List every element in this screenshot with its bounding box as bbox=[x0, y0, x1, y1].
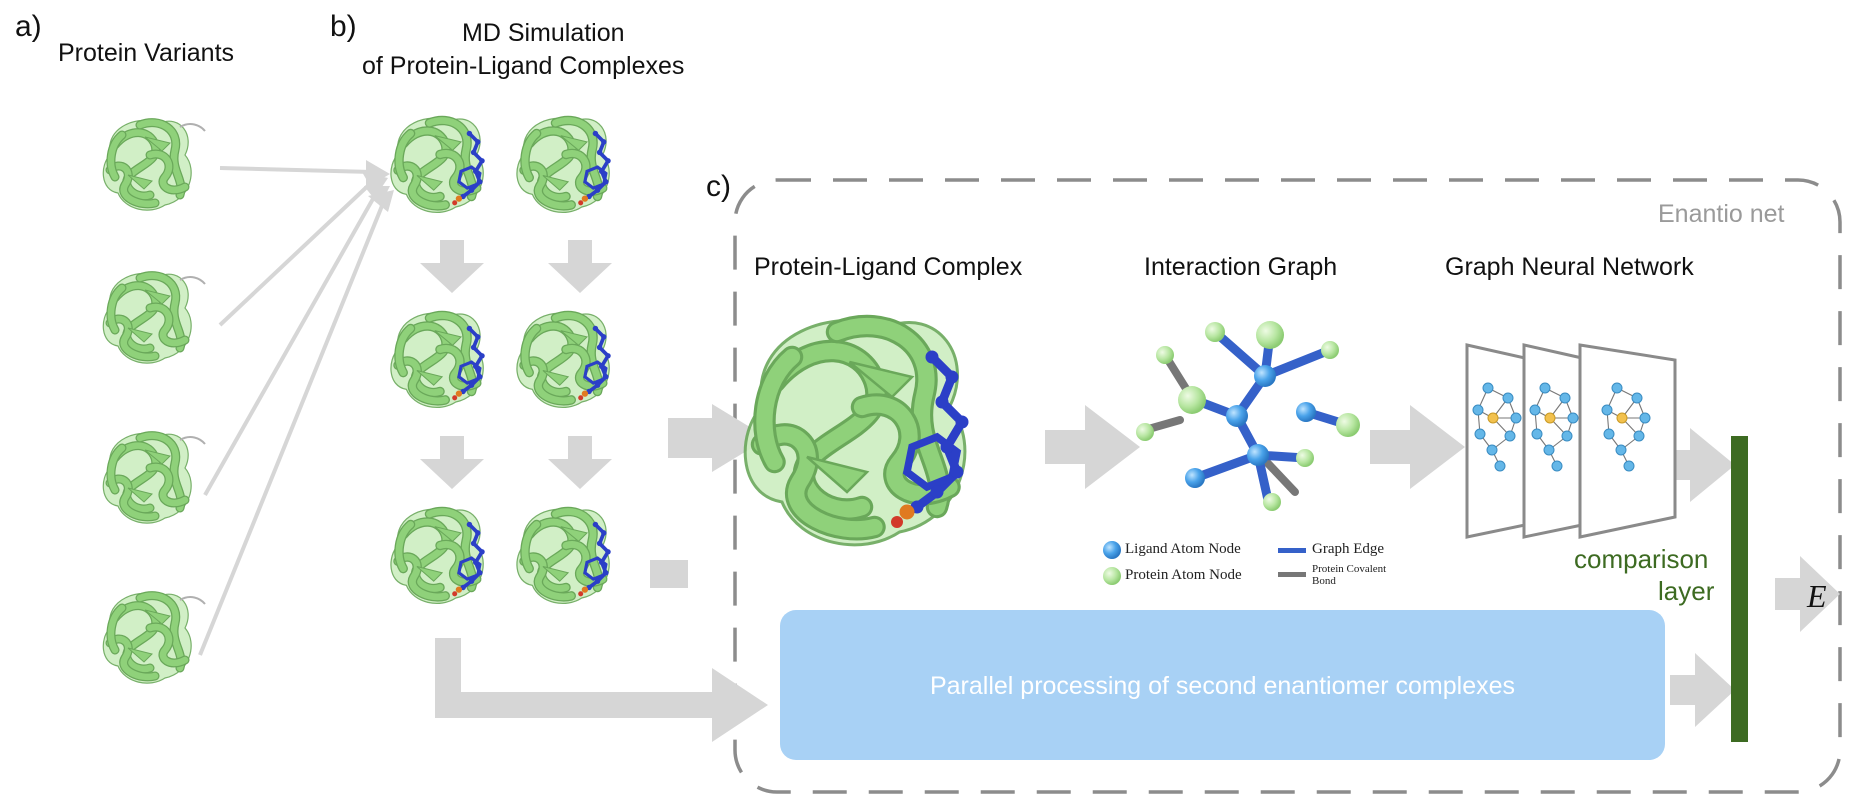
panel-label-a: a) bbox=[15, 10, 42, 43]
md-down-arrows bbox=[420, 240, 612, 489]
protein-ligand-complex bbox=[743, 314, 969, 547]
gnn-net-1 bbox=[1472, 382, 1522, 472]
md-frame-4 bbox=[516, 310, 611, 408]
legend-covalent-line1: Protein Covalent bbox=[1312, 563, 1387, 575]
md-frame-6 bbox=[516, 506, 611, 604]
md-frame-1 bbox=[390, 115, 485, 213]
panel-label-c: c) bbox=[706, 170, 731, 203]
md-title-line2: of Protein-Ligand Complexes bbox=[362, 52, 685, 80]
gnn-net-3 bbox=[1601, 382, 1651, 472]
enantio-net-title: Enantio net bbox=[1658, 200, 1785, 228]
protein-variant-1 bbox=[102, 118, 206, 211]
comparison-label-line1: comparison bbox=[1574, 544, 1709, 574]
protein-variant-2 bbox=[102, 271, 206, 364]
comparison-label-line2: layer bbox=[1658, 576, 1715, 606]
enantio-net-box bbox=[733, 178, 1842, 794]
output-energy-symbol: E bbox=[1807, 578, 1827, 614]
md-frame-2 bbox=[516, 115, 611, 213]
variant-arrows bbox=[198, 166, 388, 656]
md-frame-5 bbox=[390, 506, 485, 604]
protein-variant-4 bbox=[102, 591, 206, 684]
stage-arrows bbox=[1045, 405, 1840, 727]
legend-covalent-line2: Bond bbox=[1312, 575, 1336, 587]
variant-arrowheads bbox=[362, 160, 394, 212]
gnn-layers bbox=[1465, 343, 1677, 539]
md-to-complex-arrow bbox=[650, 404, 768, 588]
stage-title-graph: Interaction Graph bbox=[1144, 253, 1338, 281]
parallel-processing-box bbox=[780, 610, 1665, 760]
legend-glyphs bbox=[1103, 541, 1306, 585]
protein-variant-3 bbox=[102, 431, 206, 524]
protein-variants-title: Protein Variants bbox=[58, 39, 235, 67]
legend-protein-node: Protein Atom Node bbox=[1125, 567, 1242, 583]
stage-title-complex: Protein-Ligand Complex bbox=[754, 253, 1023, 281]
gnn-networks bbox=[1472, 382, 1651, 472]
stage-title-gnn: Graph Neural Network bbox=[1445, 253, 1694, 281]
gnn-net-2 bbox=[1529, 382, 1579, 472]
md-to-parallel-arrow bbox=[435, 638, 768, 742]
md-title-line1: MD Simulation bbox=[462, 19, 625, 47]
legend-ligand-node: Ligand Atom Node bbox=[1125, 541, 1241, 557]
md-frame-3 bbox=[390, 310, 485, 408]
protein-structures bbox=[102, 115, 969, 684]
legend-graph-edge: Graph Edge bbox=[1312, 541, 1385, 557]
interaction-graph bbox=[1136, 321, 1360, 511]
parallel-processing-text: Parallel processing of second enantiomer… bbox=[929, 672, 1516, 700]
comparison-layer-bar bbox=[1731, 436, 1748, 742]
panel-label-b: b) bbox=[330, 10, 357, 43]
